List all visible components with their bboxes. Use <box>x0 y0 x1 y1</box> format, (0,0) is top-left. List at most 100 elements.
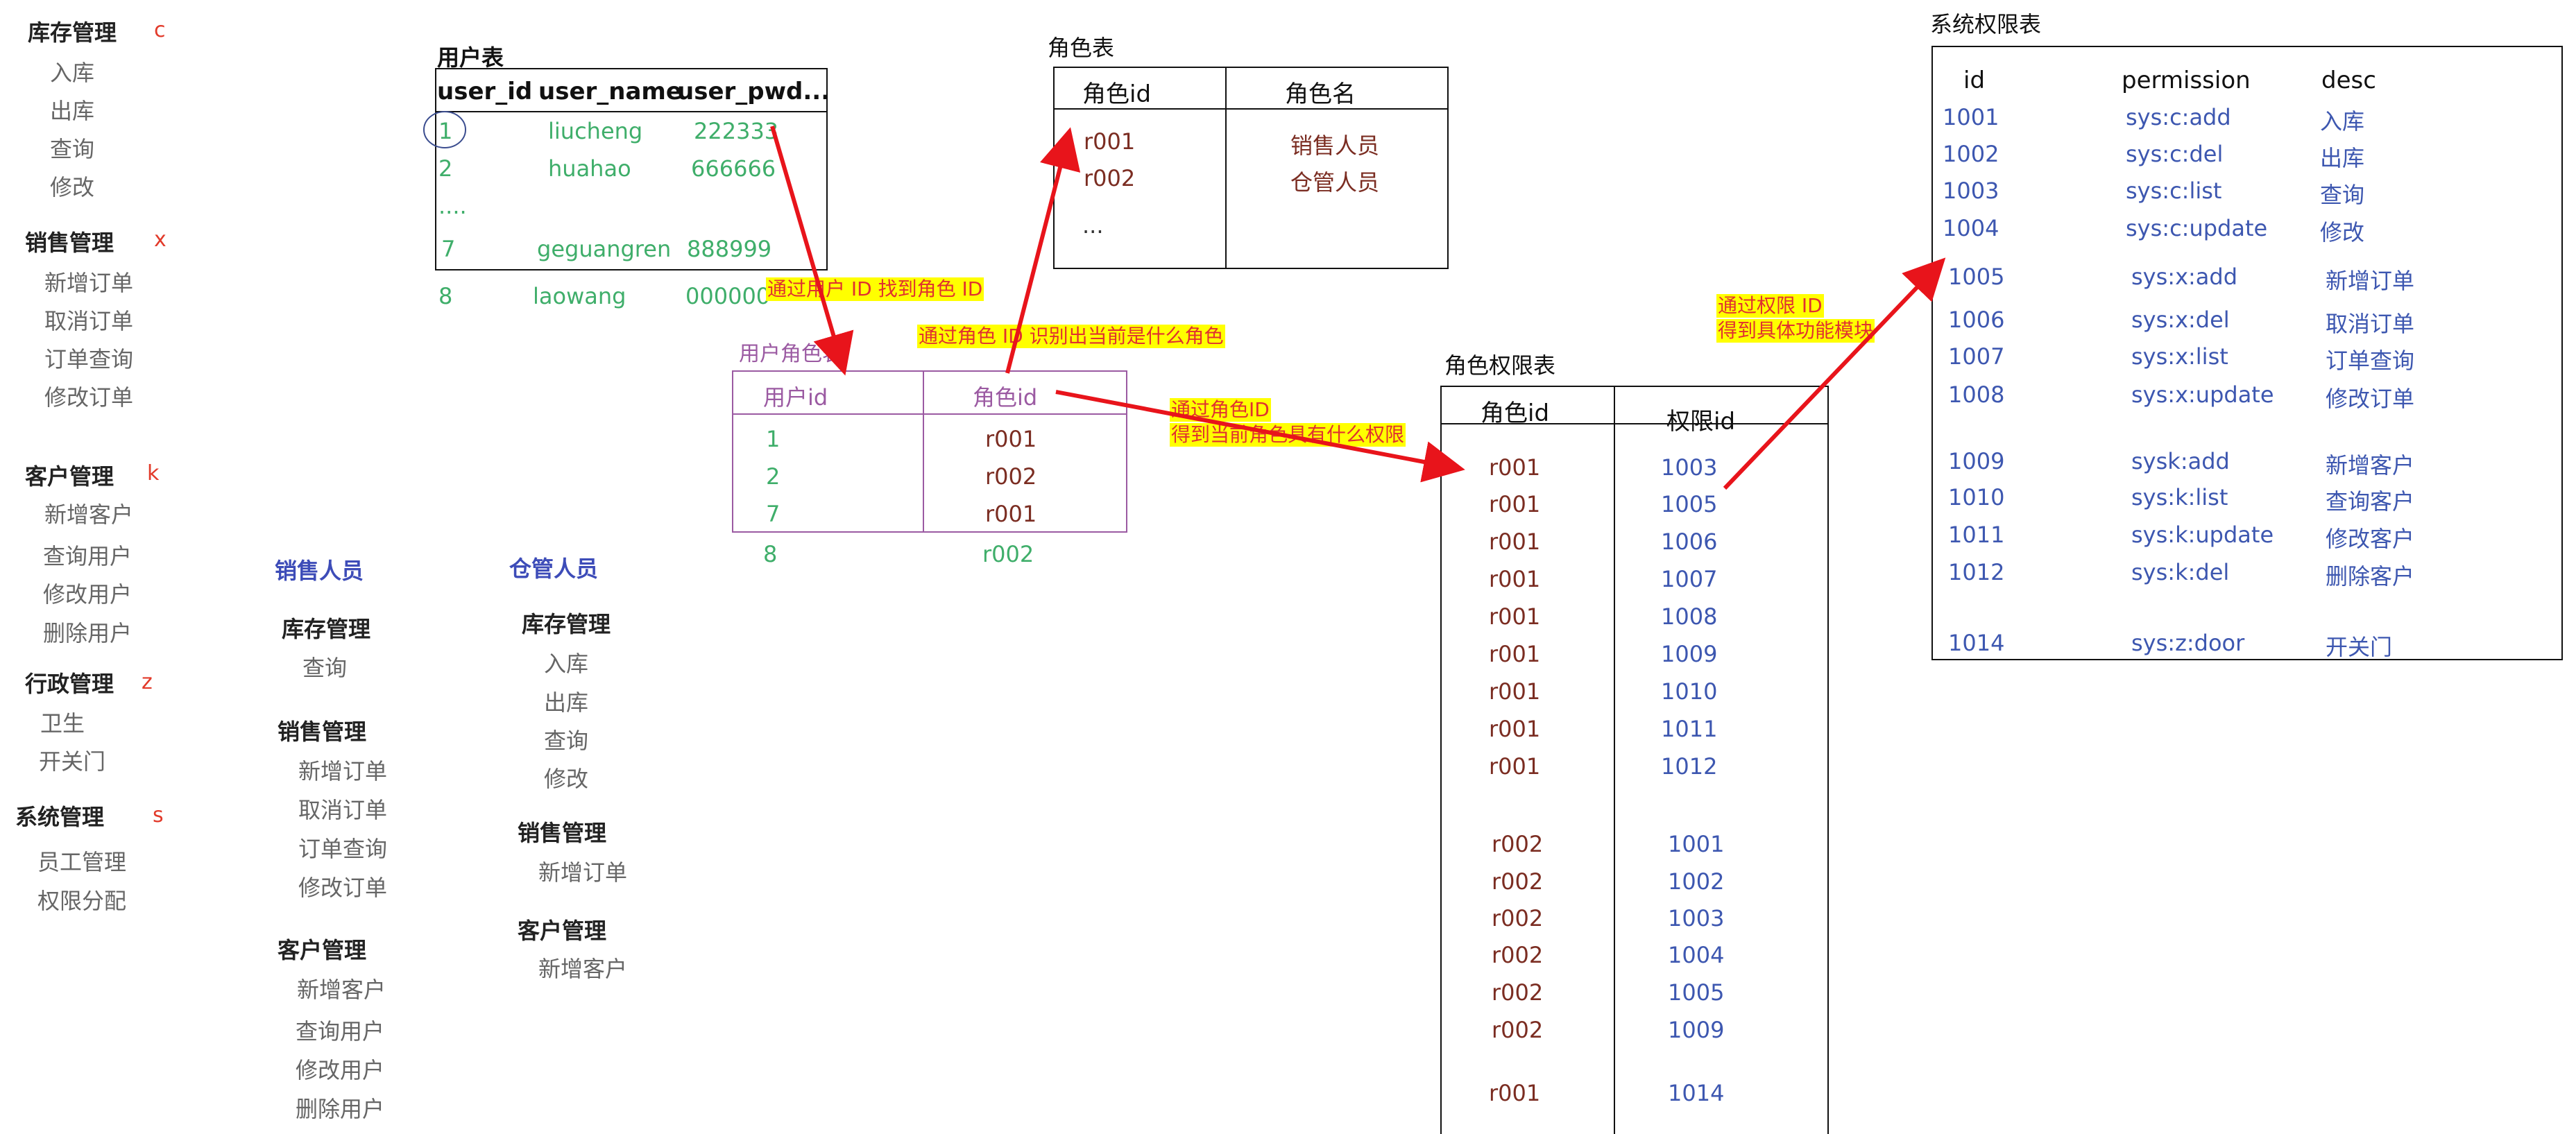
table-cell: r002 <box>1492 831 1544 857</box>
table-cell: 1002 <box>1943 141 1999 167</box>
table-cell: 修改客户 <box>2326 526 2415 552</box>
table-cell: 1006 <box>1948 307 2005 333</box>
group-item: 新增客户 <box>538 956 628 982</box>
table-cell: sys:c:add <box>2126 104 2231 130</box>
table-cell: r002 <box>982 541 1034 567</box>
table-cell: 1012 <box>1948 559 2005 585</box>
table-cell: sys:z:door <box>2131 630 2245 656</box>
table-cell: 销售人员 <box>1290 132 1380 159</box>
table-cell: 修改订单 <box>2326 386 2415 412</box>
group-item: 新增客户 <box>297 977 386 1003</box>
table-cell: 仓管人员 <box>1290 169 1380 196</box>
menu-item: 订单查询 <box>44 346 134 372</box>
menu-title-sales: 销售管理 <box>25 230 114 256</box>
col-header: desc <box>2321 67 2376 94</box>
table-cell: r002 <box>1492 868 1544 895</box>
table-cell: 1007 <box>1661 566 1718 592</box>
menu-code-s: s <box>153 803 164 827</box>
table-cell: sys:k:update <box>2131 522 2274 548</box>
table-cell: 8 <box>763 541 778 567</box>
highlight-circle <box>423 111 466 148</box>
table-cell: 订单查询 <box>2326 347 2415 374</box>
table-cell: 1005 <box>1948 264 2005 290</box>
table-cell: r002 <box>1492 1017 1544 1043</box>
menu-title-admin: 行政管理 <box>25 671 114 697</box>
group-item: 订单查询 <box>298 836 388 862</box>
col-header: id <box>1963 67 1986 94</box>
table-cell: r001 <box>1489 1080 1541 1106</box>
column-divider <box>923 370 924 533</box>
table-cell: 1012 <box>1661 753 1718 780</box>
note-line: 通过权限 ID <box>1716 294 1824 318</box>
group-item: 入库 <box>544 651 589 677</box>
col-header: permission <box>2122 67 2251 94</box>
header-divider <box>435 111 828 112</box>
table-cell: 删除客户 <box>2326 563 2415 590</box>
table-cell: 666666 <box>691 155 776 182</box>
table-cell: 1008 <box>1661 603 1718 630</box>
header-divider <box>1440 423 1829 424</box>
table-cell: 888999 <box>687 236 772 262</box>
col-header: 用户id <box>763 384 828 411</box>
col-header: 角色id <box>1481 400 1550 427</box>
table-cell: 1011 <box>1661 716 1718 742</box>
col-header: 角色id <box>1082 80 1152 108</box>
table-cell: 1009 <box>1661 641 1718 667</box>
menu-code-c: c <box>154 18 166 42</box>
group-title: 客户管理 <box>278 937 367 963</box>
group-item: 修改订单 <box>298 875 388 901</box>
menu-item: 新增订单 <box>44 270 134 296</box>
table-cell: liucheng <box>548 118 643 144</box>
menu-item: 出库 <box>50 98 95 124</box>
table-cell: 1003 <box>1661 454 1718 481</box>
table-cell: 2 <box>438 155 453 182</box>
table-cell: r001 <box>1489 753 1541 780</box>
table-cell: 1008 <box>1948 381 2005 408</box>
table-cell: sys:x:list <box>2131 343 2228 370</box>
table-cell: 1014 <box>1668 1080 1725 1106</box>
table-cell: r001 <box>1489 566 1541 592</box>
header-divider <box>732 413 1127 415</box>
table-cell: 1009 <box>1668 1017 1725 1043</box>
note-role-identify: 通过角色 ID 识别出当前是什么角色 <box>917 325 1225 348</box>
menu-item: 新增客户 <box>44 501 134 528</box>
table-cell: huahao <box>548 155 631 182</box>
group-item: 出库 <box>544 689 589 716</box>
arrow-userrole-to-roleperm <box>1055 390 1465 483</box>
group-title: 库存管理 <box>522 611 611 637</box>
table-cell: sysk:add <box>2131 448 2230 474</box>
role-perm-table-title: 角色权限表 <box>1444 352 1556 379</box>
table-cell: sys:c:list <box>2126 178 2222 204</box>
menu-item: 查询用户 <box>43 543 133 569</box>
table-cell: laowang <box>533 283 626 309</box>
table-cell: r001 <box>1084 128 1136 155</box>
group-item: 查询 <box>544 728 589 754</box>
menu-item: 卫生 <box>40 710 85 737</box>
table-cell: 1004 <box>1943 215 1999 241</box>
group-item: 查询用户 <box>296 1018 385 1045</box>
group-title: 销售管理 <box>278 719 367 745</box>
table-cell: sys:c:update <box>2126 215 2268 241</box>
group-item: 修改用户 <box>296 1057 385 1083</box>
table-cell: r001 <box>985 501 1037 527</box>
menu-title-inventory: 库存管理 <box>28 19 117 46</box>
col-header: 权限id <box>1666 408 1736 436</box>
table-cell: 8 <box>438 283 453 309</box>
table-cell: 1009 <box>1948 448 2005 474</box>
table-cell: r001 <box>1489 491 1541 517</box>
group-title: 客户管理 <box>518 918 607 944</box>
table-cell: 1003 <box>1943 178 1999 204</box>
table-cell: 1001 <box>1943 104 1999 130</box>
perm-table-title: 系统权限表 <box>1930 11 2042 37</box>
table-cell: r001 <box>1489 716 1541 742</box>
table-cell: 7 <box>441 236 456 262</box>
group-item: 修改 <box>544 766 589 792</box>
arrow-roleperm-to-perm <box>1723 257 1946 490</box>
header-divider <box>1053 108 1449 110</box>
menu-item: 修改用户 <box>43 581 133 608</box>
table-cell: r001 <box>1489 603 1541 630</box>
warehouse-role-title: 仓管人员 <box>509 556 599 582</box>
table-cell: geguangren <box>537 236 672 262</box>
table-cell: 1002 <box>1668 868 1725 895</box>
